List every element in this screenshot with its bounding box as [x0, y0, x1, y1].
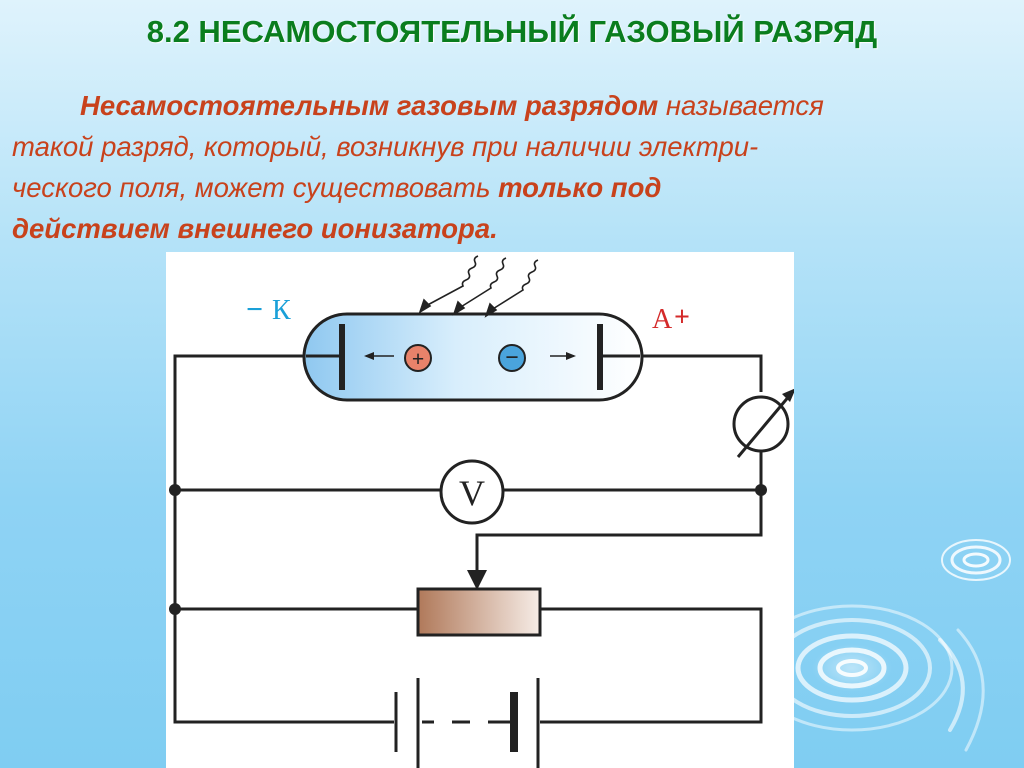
junction-dot [169, 484, 181, 496]
definition-text-3: ческого поля, может существовать [12, 172, 499, 203]
slide-title: 8.2 НЕСАМОСТОЯТЕЛЬНЫЙ ГАЗОВЫЙ РАЗРЯД [146, 14, 878, 49]
voltmeter-icon: V [439, 459, 505, 525]
junction-dot [755, 484, 767, 496]
negative-ion-sign: − [505, 345, 519, 371]
circuit-diagram: + − − К А + V [166, 252, 794, 768]
rheostat-icon [416, 570, 542, 637]
definition-text-2: такой разряд, который, возникнув при нал… [12, 131, 759, 162]
discharge-tube-icon [302, 312, 644, 402]
definition-term: Несамостоятельным газовым разрядом [80, 90, 659, 121]
definition-paragraph: Несамостоятельным газовым разрядом назыв… [12, 85, 1012, 249]
definition-emphasis-2: действием внешнего ионизатора. [12, 213, 498, 244]
battery-icon [394, 678, 540, 768]
circuit-wires [173, 354, 763, 724]
voltmeter-label: V [459, 473, 485, 513]
definition-emphasis-1: только под [498, 172, 662, 203]
anode-label: А [652, 304, 673, 335]
ionizer-rays-icon [418, 255, 539, 318]
positive-ion-sign: + [412, 346, 425, 371]
cathode-sign: − [246, 293, 263, 326]
positive-ion-icon: + [404, 344, 432, 372]
anode-sign: + [674, 302, 690, 333]
junction-dot [169, 603, 181, 615]
ammeter-icon [732, 388, 794, 458]
negative-ion-icon: − [498, 344, 526, 372]
definition-text-1: называется [658, 90, 824, 121]
water-ripples-decoration [790, 539, 1011, 752]
cathode-label: К [272, 295, 291, 326]
